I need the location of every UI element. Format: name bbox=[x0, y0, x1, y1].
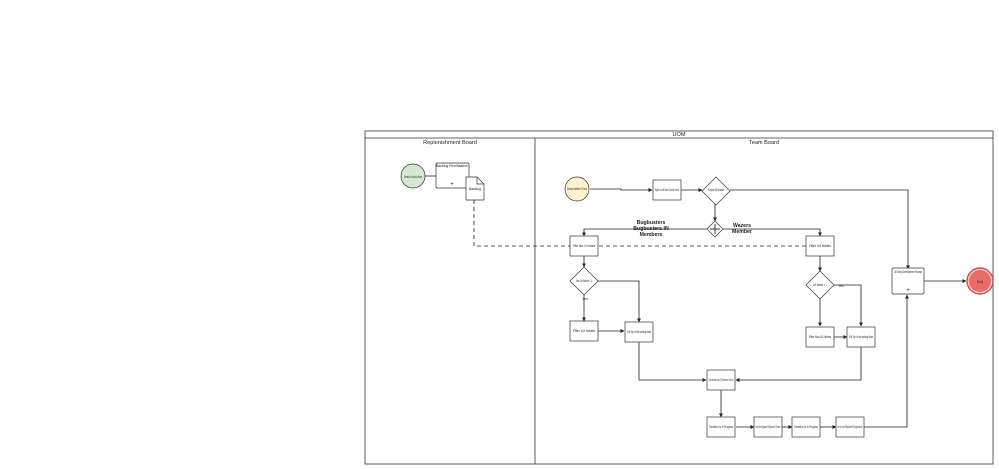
task-pull-top-right-label: Pull Top of the backlog ticket bbox=[849, 335, 873, 339]
task-filter-non-ux-label: Filter Non- UX tickets bbox=[573, 244, 595, 248]
lane-team-board: Team Board bbox=[749, 140, 779, 146]
task-filter-ux-tickets-left-label: Filter UX tickets bbox=[573, 329, 595, 333]
start-event-created: Created or Moved to Admin bbox=[400, 163, 426, 189]
start-event-created-label: Created or Moved to Admin bbox=[404, 175, 422, 179]
task-set-up-left-label: Set Up Team IM Bugbusters PM (Bugbusters… bbox=[756, 425, 781, 429]
label-bugbusters-2: Bugbusters IN bbox=[633, 226, 669, 232]
data-object-backlog-label: Backlog bbox=[469, 187, 481, 191]
lane-replenishment: Replenishment Board bbox=[423, 138, 536, 464]
edges bbox=[425, 175, 967, 429]
label-wazers-1: Wazers bbox=[733, 223, 751, 229]
task-transition-left-label: Transition to In Progress bbox=[709, 425, 733, 429]
expand-marker-icon: + bbox=[450, 182, 454, 188]
edge-ux-gateway-to-pull-top-right bbox=[834, 284, 863, 327]
gateway-ux: UX tickets = 1 bbox=[805, 270, 835, 300]
end-event-label: End bbox=[977, 280, 983, 284]
task-transition-right: Transition to In Progress bbox=[791, 416, 821, 438]
subprocess-ux-doing-label: UX Doing Development Process bbox=[894, 270, 922, 274]
edge-backlog-dashed bbox=[473, 200, 570, 247]
task-set-up-right: Set Up Team IM Bugbusters PM (Bugbusters… bbox=[835, 416, 865, 438]
lane-title-replenishment: Replenishment Board bbox=[423, 140, 477, 146]
label-bugbusters-3: Members bbox=[640, 232, 663, 238]
edge-non-ux-gateway-to-pull-top bbox=[598, 280, 641, 323]
edge-pull-top-right-to-check bbox=[735, 347, 862, 382]
task-transition-left: Transition to In Progress bbox=[706, 416, 736, 438]
gateway-non-ux-label: Non-Ux tickets = 1 bbox=[576, 279, 592, 283]
label-yes-left: Yes bbox=[582, 297, 588, 301]
gateway-progress-label: Progress Still Available bbox=[708, 188, 724, 192]
subprocess-backlog-prioritisation: Backlog Prioritisation + bbox=[435, 162, 470, 189]
task-pull-top-right: Pull Top of the backlog ticket bbox=[846, 326, 876, 348]
pool-title: UOM bbox=[672, 132, 685, 138]
edge-setup-right-to-ux-doing bbox=[864, 294, 909, 428]
label-yes-right: Yes bbox=[838, 284, 844, 288]
edge-parallel-to-filter-non-ux bbox=[582, 228, 707, 237]
edge-developer-to-right-to-left bbox=[590, 188, 653, 192]
task-filter-ux-label: Filter UX tickets bbox=[809, 244, 831, 248]
task-set-up-right-label: Set Up Team IM Bugbusters PM (Bugbusters… bbox=[838, 425, 863, 429]
gateway-parallel bbox=[706, 220, 724, 238]
expand-marker-icon: + bbox=[906, 288, 910, 294]
task-filter-ux-tickets-left: Filter UX tickets bbox=[569, 320, 599, 342]
start-event-developer-label: Developer Available to Pull work bbox=[567, 187, 587, 191]
edge-progress-to-ux-doing bbox=[730, 189, 910, 270]
task-set-up-left: Set Up Team IM Bugbusters PM (Bugbusters… bbox=[753, 416, 783, 438]
edge-pull-top-left-to-check bbox=[638, 342, 707, 382]
label-wazers-2: Member bbox=[732, 229, 752, 235]
task-check-info-label: Check information Gaps (PO references fo… bbox=[709, 378, 734, 382]
edge-parallel-to-filter-ux bbox=[723, 228, 822, 237]
task-transition-right-label: Transition to In Progress bbox=[794, 425, 818, 429]
task-filter-ux: Filter UX tickets bbox=[805, 235, 835, 257]
subprocess-backlog-prioritisation-label: Backlog Prioritisation bbox=[436, 164, 468, 168]
task-pull-top-left: Pull Top of the backlog ticket bbox=[624, 321, 654, 343]
gateway-non-ux: Non-Ux tickets = 1 bbox=[569, 266, 599, 296]
data-object-backlog: Backlog bbox=[465, 176, 485, 201]
gateway-progress: Progress Still Available bbox=[701, 176, 731, 206]
start-event-developer: Developer Available to Pull work bbox=[564, 176, 590, 202]
task-right-to-left: Right to Left Next Column check bbox=[652, 179, 682, 201]
end-event: End bbox=[966, 267, 994, 295]
task-pull-top-left-label: Pull Top of the backlog ticket bbox=[627, 330, 651, 334]
task-right-to-left-label: Right to Left Next Column check bbox=[655, 188, 679, 192]
subprocess-ux-doing: UX Doing Development Process + bbox=[891, 267, 925, 295]
task-check-info: Check information Gaps (PO references fo… bbox=[706, 369, 736, 391]
task-filter-non-ux-right: Filter Non-UX tickets bbox=[805, 326, 835, 348]
gateway-ux-label: UX tickets = 1 bbox=[813, 283, 827, 287]
lane-title-team-board: Team Board bbox=[749, 140, 779, 146]
task-filter-non-ux: Filter Non- UX tickets bbox=[569, 235, 599, 257]
flow-labels: Bugbusters Bugbusters IN Members Wazers … bbox=[582, 220, 844, 301]
task-filter-non-ux-right-label: Filter Non-UX tickets bbox=[809, 335, 831, 339]
label-bugbusters-1: Bugbusters bbox=[637, 220, 666, 226]
